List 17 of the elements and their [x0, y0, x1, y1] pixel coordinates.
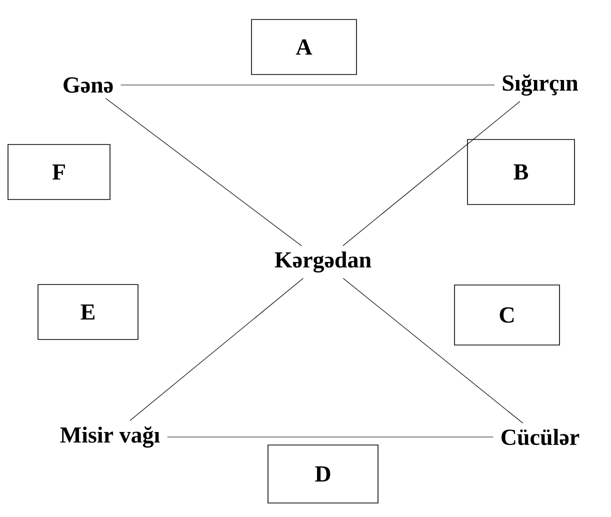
letter-box: E	[38, 284, 138, 340]
animal-label: Cücülər	[502, 428, 580, 446]
connector-line	[167, 436, 494, 438]
animal-label: Sığırçın	[502, 74, 578, 96]
animal-label: Misir vağı	[60, 426, 160, 448]
connector-line	[130, 278, 304, 421]
letter-box: A	[251, 19, 357, 75]
animal-label: Kərgədan	[274, 251, 372, 273]
animal-label: Gənə	[64, 77, 113, 93]
connector-line	[120, 84, 495, 86]
letter-box: B	[467, 139, 575, 205]
connector-line	[342, 278, 524, 424]
letter-box: C	[454, 284, 560, 346]
connector-line	[342, 101, 520, 246]
letter-box: F	[8, 144, 110, 200]
letter-box: D	[268, 444, 378, 504]
connector-line	[105, 98, 302, 246]
